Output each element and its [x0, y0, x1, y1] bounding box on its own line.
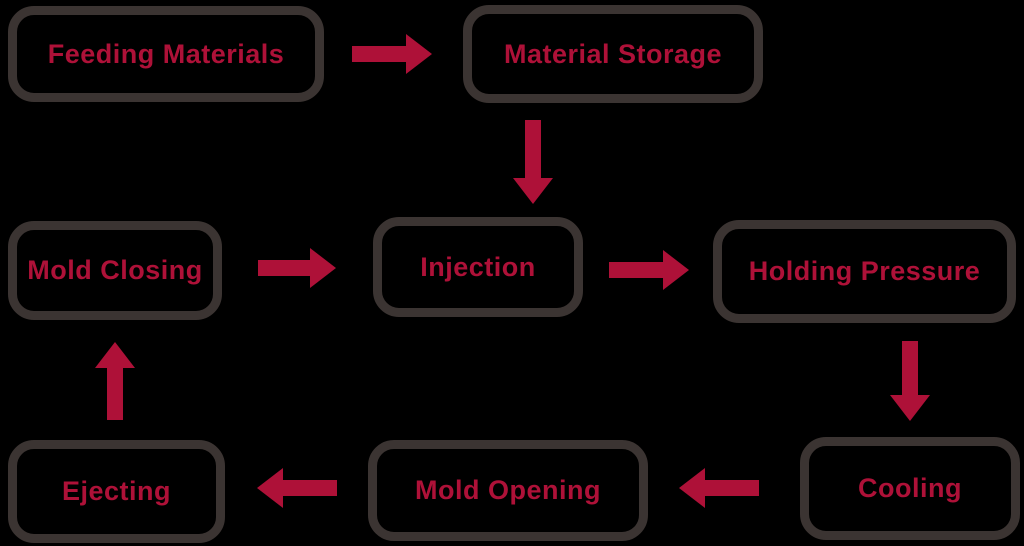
arrow-shaft — [258, 260, 312, 276]
node-feeding-materials: Feeding Materials — [8, 6, 324, 102]
node-holding-pressure: Holding Pressure — [713, 220, 1016, 323]
arrow-head — [679, 468, 705, 508]
arrow-head — [663, 250, 689, 290]
arrow-head — [310, 248, 336, 288]
node-mold-opening: Mold Opening — [368, 440, 648, 541]
node-mold-closing: Mold Closing — [8, 221, 222, 320]
arrow-shaft — [703, 480, 759, 496]
arrow-right-icon-injection-to-holding — [609, 250, 689, 290]
node-material-storage-label: Material Storage — [503, 38, 723, 69]
arrow-shaft — [902, 341, 918, 397]
node-mold-closing-label: Mold Closing — [27, 255, 203, 285]
node-injection-label: Injection — [420, 251, 536, 282]
node-injection: Injection — [373, 217, 583, 317]
arrow-left-icon-cooling-to-opening — [679, 468, 759, 508]
node-holding-pressure-label: Holding Pressure — [748, 256, 981, 286]
arrow-up-icon-ejecting-to-closing — [95, 342, 135, 420]
node-cooling-label: Cooling — [858, 473, 962, 503]
arrow-shaft — [609, 262, 665, 278]
arrow-right-icon-feeding-to-storage — [352, 34, 432, 74]
arrow-down-icon-storage-to-injection — [513, 120, 553, 204]
node-feeding-materials-label: Feeding Materials — [47, 38, 285, 69]
node-ejecting: Ejecting — [8, 440, 225, 543]
arrow-head — [513, 178, 553, 204]
arrow-shaft — [352, 46, 408, 62]
arrow-shaft — [281, 480, 337, 496]
node-material-storage: Material Storage — [463, 5, 763, 103]
arrow-down-icon-holding-to-cooling — [890, 341, 930, 421]
arrow-head — [890, 395, 930, 421]
arrow-head — [95, 342, 135, 368]
arrow-right-icon-closing-to-injection — [258, 248, 336, 288]
arrow-head — [406, 34, 432, 74]
node-ejecting-label: Ejecting — [61, 476, 172, 506]
arrow-left-icon-opening-to-ejecting — [257, 468, 337, 508]
node-mold-opening-label: Mold Opening — [415, 475, 601, 505]
arrow-shaft — [525, 120, 541, 180]
arrow-head — [257, 468, 283, 508]
arrow-shaft — [107, 366, 123, 420]
node-cooling: Cooling — [800, 437, 1020, 540]
